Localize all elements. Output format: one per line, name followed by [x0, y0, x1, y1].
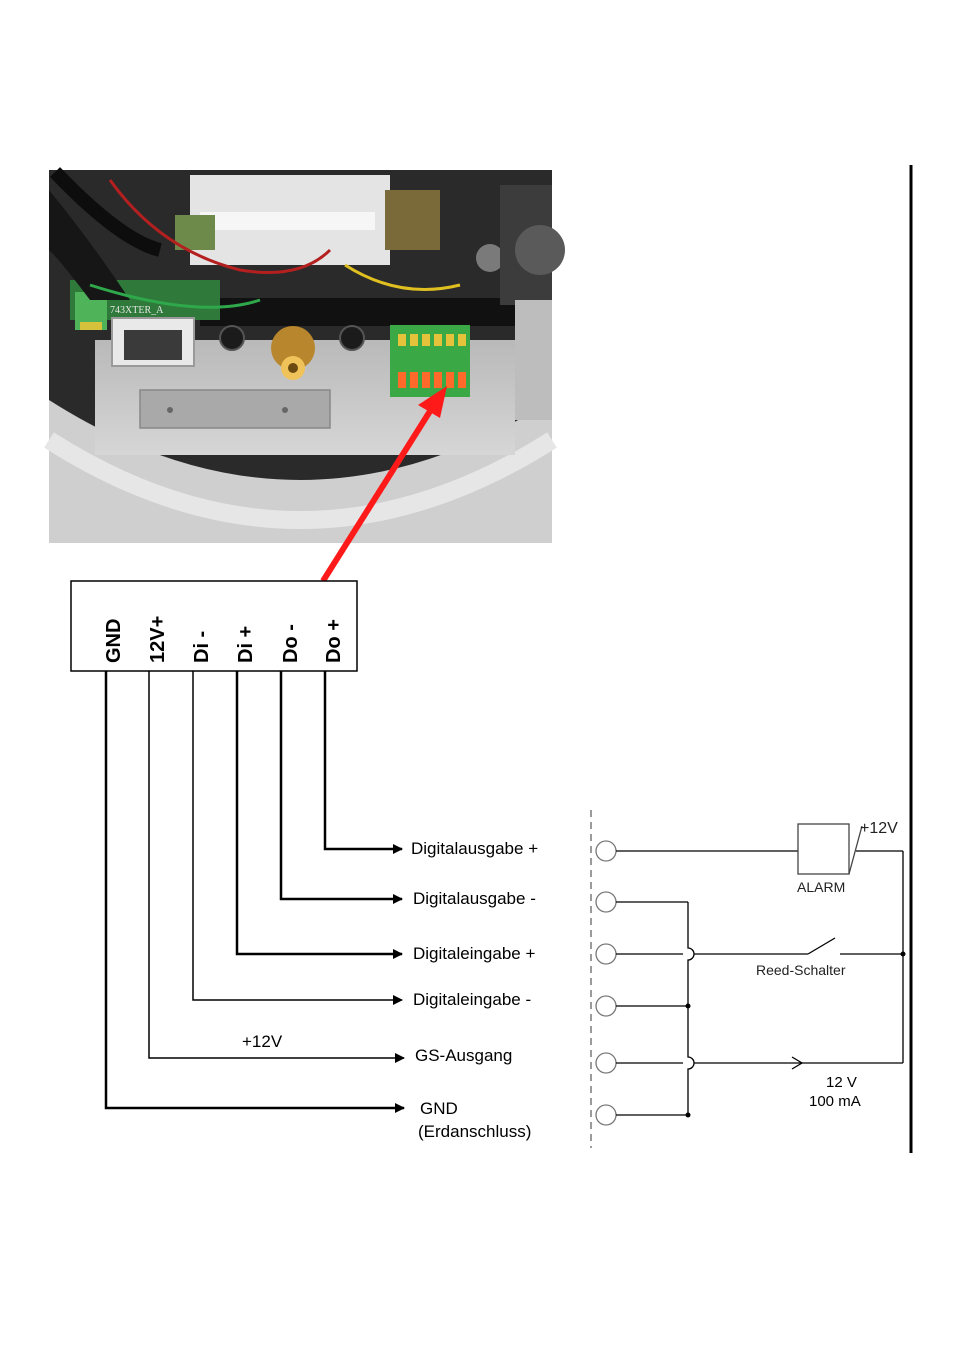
pin-label-12v: 12V+: [147, 616, 169, 663]
wire-do-minus: [279, 671, 403, 904]
wire-di-minus: [192, 671, 403, 1005]
alarm-box: [797, 823, 850, 875]
terminal-block-box: [70, 580, 358, 672]
terminal-circle: [595, 995, 617, 1017]
device-photo: 743XTER_A: [44, 167, 565, 543]
label-digitalausgabe-minus: Digitalausgabe -: [413, 889, 536, 908]
wire-12v: [148, 671, 405, 1063]
label-erdanschluss: (Erdanschluss): [418, 1122, 531, 1141]
label-supply-voltage: 12 V: [826, 1074, 857, 1091]
terminal-circle: [595, 1104, 617, 1126]
terminal-circle: [595, 1052, 617, 1074]
label-gs-ausgang: GS-Ausgang: [415, 1046, 512, 1065]
terminal-circle: [595, 840, 617, 862]
reed-switch-contact: [807, 937, 836, 955]
terminal-circle: [595, 891, 617, 913]
label-gnd: GND: [420, 1099, 458, 1118]
label-reed-schalter: Reed-Schalter: [756, 962, 846, 978]
wire-di-plus: [235, 671, 403, 959]
label-digitaleingabe-minus: Digitaleingabe -: [413, 990, 531, 1009]
pin-label-di-minus: Di -: [191, 631, 213, 663]
label-digitalausgabe-plus: Digitalausgabe +: [411, 839, 538, 858]
board-silk-label: 743XTER_A: [110, 305, 164, 316]
pin-label-di-plus: Di +: [235, 626, 257, 663]
label-digitaleingabe-plus: Digitaleingabe +: [413, 944, 535, 963]
wire-do-plus: [323, 671, 403, 854]
label-alarm-12v: +12V: [860, 820, 898, 837]
terminal-circle: [595, 943, 617, 965]
label-supply-current: 100 mA: [809, 1093, 861, 1110]
terminal-circles: [595, 840, 617, 1126]
wire-gnd: [104, 671, 405, 1113]
label-alarm: ALARM: [797, 879, 845, 895]
pin-label-do-plus: Do +: [323, 619, 345, 663]
pin-label-do-minus: Do -: [280, 624, 302, 663]
pointer-arrow: [320, 386, 447, 583]
label-12v: +12V: [242, 1032, 283, 1051]
pin-label-gnd: GND: [103, 619, 125, 663]
